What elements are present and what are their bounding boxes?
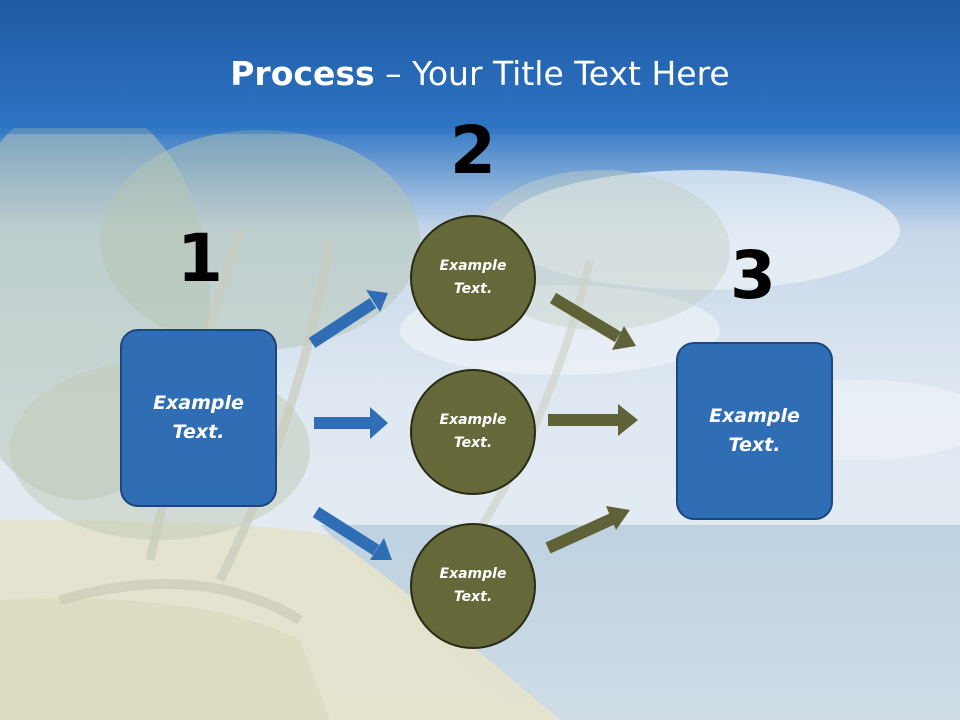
step-2-node-top: Example Text. [410,215,536,341]
arrow-2a-to-3-head [612,326,636,350]
step-2-node-middle: Example Text. [410,369,536,495]
step-3-box: Example Text. [676,342,833,520]
arrow-1-to-2a [308,297,377,349]
arrow-2c-to-3 [545,513,615,554]
title-strong: Process [230,54,375,93]
arrow-2a-to-3 [549,292,622,343]
step-number-2: 2 [450,112,496,189]
slide-title: Process – Your Title Text Here [0,52,960,96]
step-number-3: 3 [730,237,776,314]
arrow-1-to-2a-head [366,290,388,312]
arrow-1-to-2c-head [370,538,392,560]
step-1-box: Example Text. [120,329,277,507]
arrow-1-to-2c [312,506,380,556]
title-rest: – Your Title Text Here [374,54,730,93]
arrow-1-to-2b-head [370,407,388,439]
arrow-2c-to-3-head [606,506,630,530]
arrow-2b-to-3-head [618,404,638,436]
step-number-1: 1 [177,220,223,297]
step-2-node-bottom: Example Text. [410,523,536,649]
